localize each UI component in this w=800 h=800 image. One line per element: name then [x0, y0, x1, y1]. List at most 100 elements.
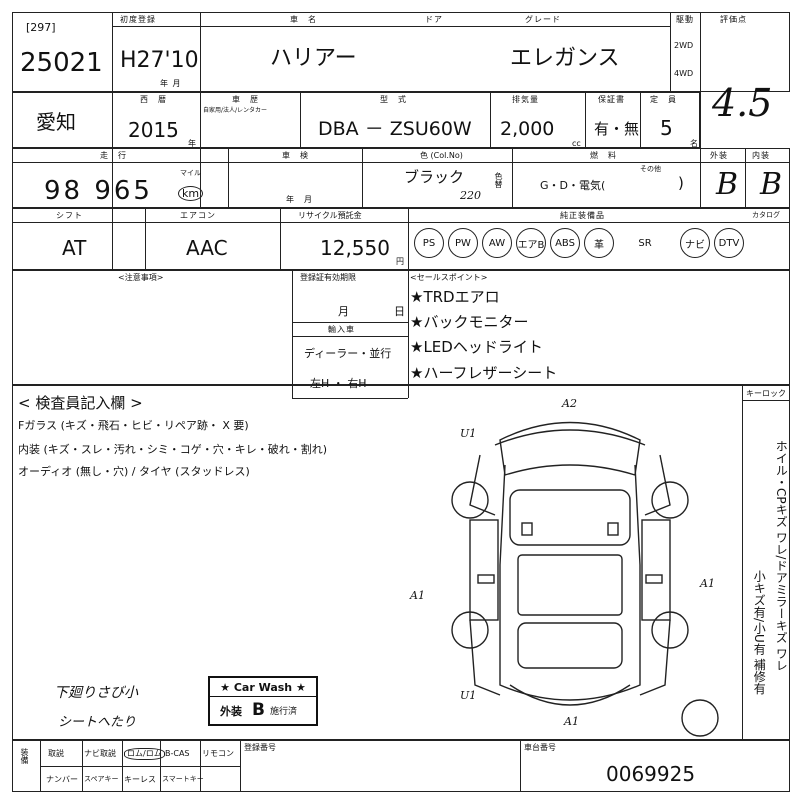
footer-item-remote: リモコン: [202, 749, 234, 758]
mileage-label: 走 行: [100, 151, 127, 160]
seats-unit: 名: [690, 139, 699, 148]
spare-tire-icon: [681, 699, 719, 737]
row-2: [12, 92, 700, 148]
equip-navi: ナビ: [680, 228, 710, 258]
handwritten-note-1: 下廻りさび小: [54, 685, 138, 701]
car-wash-grade-suffix: 施行済: [270, 707, 298, 717]
displacement-value: 2,000: [500, 118, 555, 140]
recycle-label: リサイクル預託金: [298, 211, 362, 220]
inspector-section: [12, 385, 790, 740]
year-unit: 年: [188, 139, 197, 148]
name-value: ハリアー: [270, 46, 357, 71]
expiry-month: 月: [338, 305, 349, 318]
diagram-mark-front: A2: [562, 397, 577, 410]
footer-item-number: ナンバー: [46, 775, 78, 784]
equip-airbag: エアB: [516, 228, 546, 258]
sales-point-3: ★LEDヘッドライト: [410, 338, 543, 356]
event-label: 車 歴: [232, 95, 259, 104]
shaken-label: 車 検: [282, 151, 309, 160]
notes-section: [12, 270, 790, 385]
fuel-label: 燃 料: [590, 151, 617, 160]
model-label: 型 式: [380, 95, 407, 104]
footer-item-rom: ロム/ロム: [124, 748, 165, 760]
equip-leather: 革: [584, 228, 614, 258]
sales-point-2: ★バックモニター: [410, 313, 529, 331]
equip-dtv: DTV: [714, 228, 744, 258]
drive-label: 駆動: [676, 15, 694, 24]
prefecture: 愛知: [36, 110, 76, 134]
side-note-2: 小キズ有/小U有 補修有: [752, 570, 767, 695]
expiry-label: 登録証有効期限: [300, 273, 356, 282]
drive-4wd: 4WD: [674, 69, 694, 78]
color-side: 色替: [494, 172, 503, 188]
import-label: 輸入車: [328, 325, 355, 334]
diagram-mark-left: A1: [410, 589, 425, 602]
reg-unit: 年 月: [160, 79, 182, 88]
caution-label: <注意事項>: [118, 273, 164, 282]
mileage-unit: km: [178, 186, 204, 201]
warranty-label: 保証書: [598, 95, 625, 104]
mileage-value: 98 965: [44, 176, 153, 206]
grade-label: グレード: [525, 15, 561, 24]
interior-label: 内装: [752, 151, 770, 160]
diagram-mark-left-rear: U1: [460, 689, 477, 702]
import-dealer: ディーラー・並行: [304, 347, 392, 360]
footer-item-bcas: B-CAS: [165, 749, 190, 758]
interior-value: B: [760, 167, 783, 202]
diagram-mark-right: A1: [700, 577, 715, 590]
footer: [12, 740, 790, 792]
car-wash-stamp: ★ Car Wash ★ 外装 B 施行済: [208, 676, 318, 726]
score-value: 4.5: [712, 81, 773, 125]
equip-abs: ABS: [550, 228, 580, 258]
footer-item-keyless: キーレス: [124, 775, 156, 784]
footer-side-label: 装備: [20, 748, 29, 764]
warranty-value: 有・無: [594, 120, 640, 138]
shaken-unit: 年 月: [286, 195, 313, 204]
recycle-value: 12,550: [320, 236, 390, 260]
recycle-unit: 円: [396, 257, 405, 266]
reg-value: H27'10: [120, 48, 199, 73]
door-label: ドア: [425, 15, 443, 24]
inspector-title: < 検査員記入欄 >: [18, 394, 143, 412]
reg-label: 初度登録: [120, 15, 156, 24]
shift-value: AT: [62, 236, 87, 260]
score-label: 評価点: [720, 15, 747, 24]
catalog-label: カタログ: [752, 211, 780, 219]
displacement-label: 排気量: [512, 95, 539, 104]
ac-value: AAC: [186, 236, 228, 260]
chassis-value: 0069925: [606, 762, 696, 786]
car-wash-title: ★ Car Wash ★: [210, 678, 316, 697]
displacement-unit: cc: [572, 139, 581, 148]
inspector-line-1: Fガラス (キズ・飛石・ヒビ・リペア跡・ X 要): [18, 419, 249, 432]
exterior-label: 外装: [710, 151, 728, 160]
name-label: 車 名: [290, 15, 317, 24]
expiry-day: 日: [394, 305, 405, 318]
chassis-label: 車台番号: [524, 743, 556, 752]
year-value: 2015: [128, 118, 179, 142]
sales-point-4: ★ハーフレザーシート: [410, 364, 558, 382]
sales-label: <セールスポイント>: [410, 273, 488, 282]
event-sub: 自家用/法人/レンタカー: [203, 107, 268, 114]
mileage-unit-top: マイル: [180, 169, 201, 177]
equip-aw: AW: [482, 228, 512, 258]
footer-item-manual: 取説: [48, 749, 64, 758]
fuel-other: その他: [640, 165, 661, 173]
fuel-value: G・D・電気(: [540, 179, 606, 192]
diagram-mark-rear: A1: [564, 715, 579, 728]
exterior-value: B: [716, 167, 739, 202]
color-code: 220: [460, 189, 481, 202]
footer-item-navi-manual: ナビ取説: [84, 749, 116, 758]
year-label: 西 暦: [140, 95, 167, 104]
drive-2wd: 2WD: [674, 41, 694, 50]
inspector-line-2: 内装 (キズ・スレ・汚れ・シミ・コゲ・穴・キレ・破れ・割れ): [18, 443, 328, 456]
model-value: DBA － ZSU60W: [318, 118, 472, 140]
row-4: [12, 208, 790, 270]
equip-sr: SR: [638, 237, 652, 249]
equip-label: 純正装備品: [560, 211, 605, 220]
footer-item-smart-key: スマートキー: [162, 775, 204, 783]
seats-label: 定 員: [650, 95, 677, 104]
row-3: [12, 148, 790, 208]
sales-point-1: ★TRDエアロ: [410, 288, 500, 306]
grade-value: エレガンス: [510, 46, 620, 71]
